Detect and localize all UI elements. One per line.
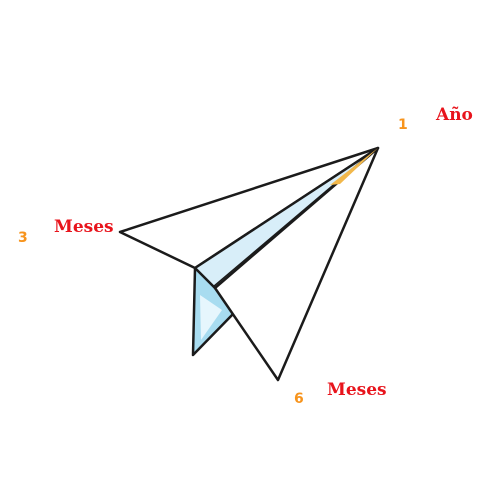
plane-right-wing	[213, 146, 380, 382]
label-top-number: 1	[398, 117, 408, 133]
plane-inner-fold	[195, 148, 378, 288]
plane-crease	[194, 146, 379, 270]
label-left-number: 3	[18, 230, 28, 246]
plane-keel-highlight	[200, 295, 222, 340]
label-bottom-word: Meses	[327, 380, 387, 400]
label-bottom-number: 6	[294, 391, 304, 407]
plane-tip-accent	[330, 148, 378, 185]
label-left-word: Meses	[54, 217, 114, 237]
label-top-word: Año	[436, 105, 473, 125]
